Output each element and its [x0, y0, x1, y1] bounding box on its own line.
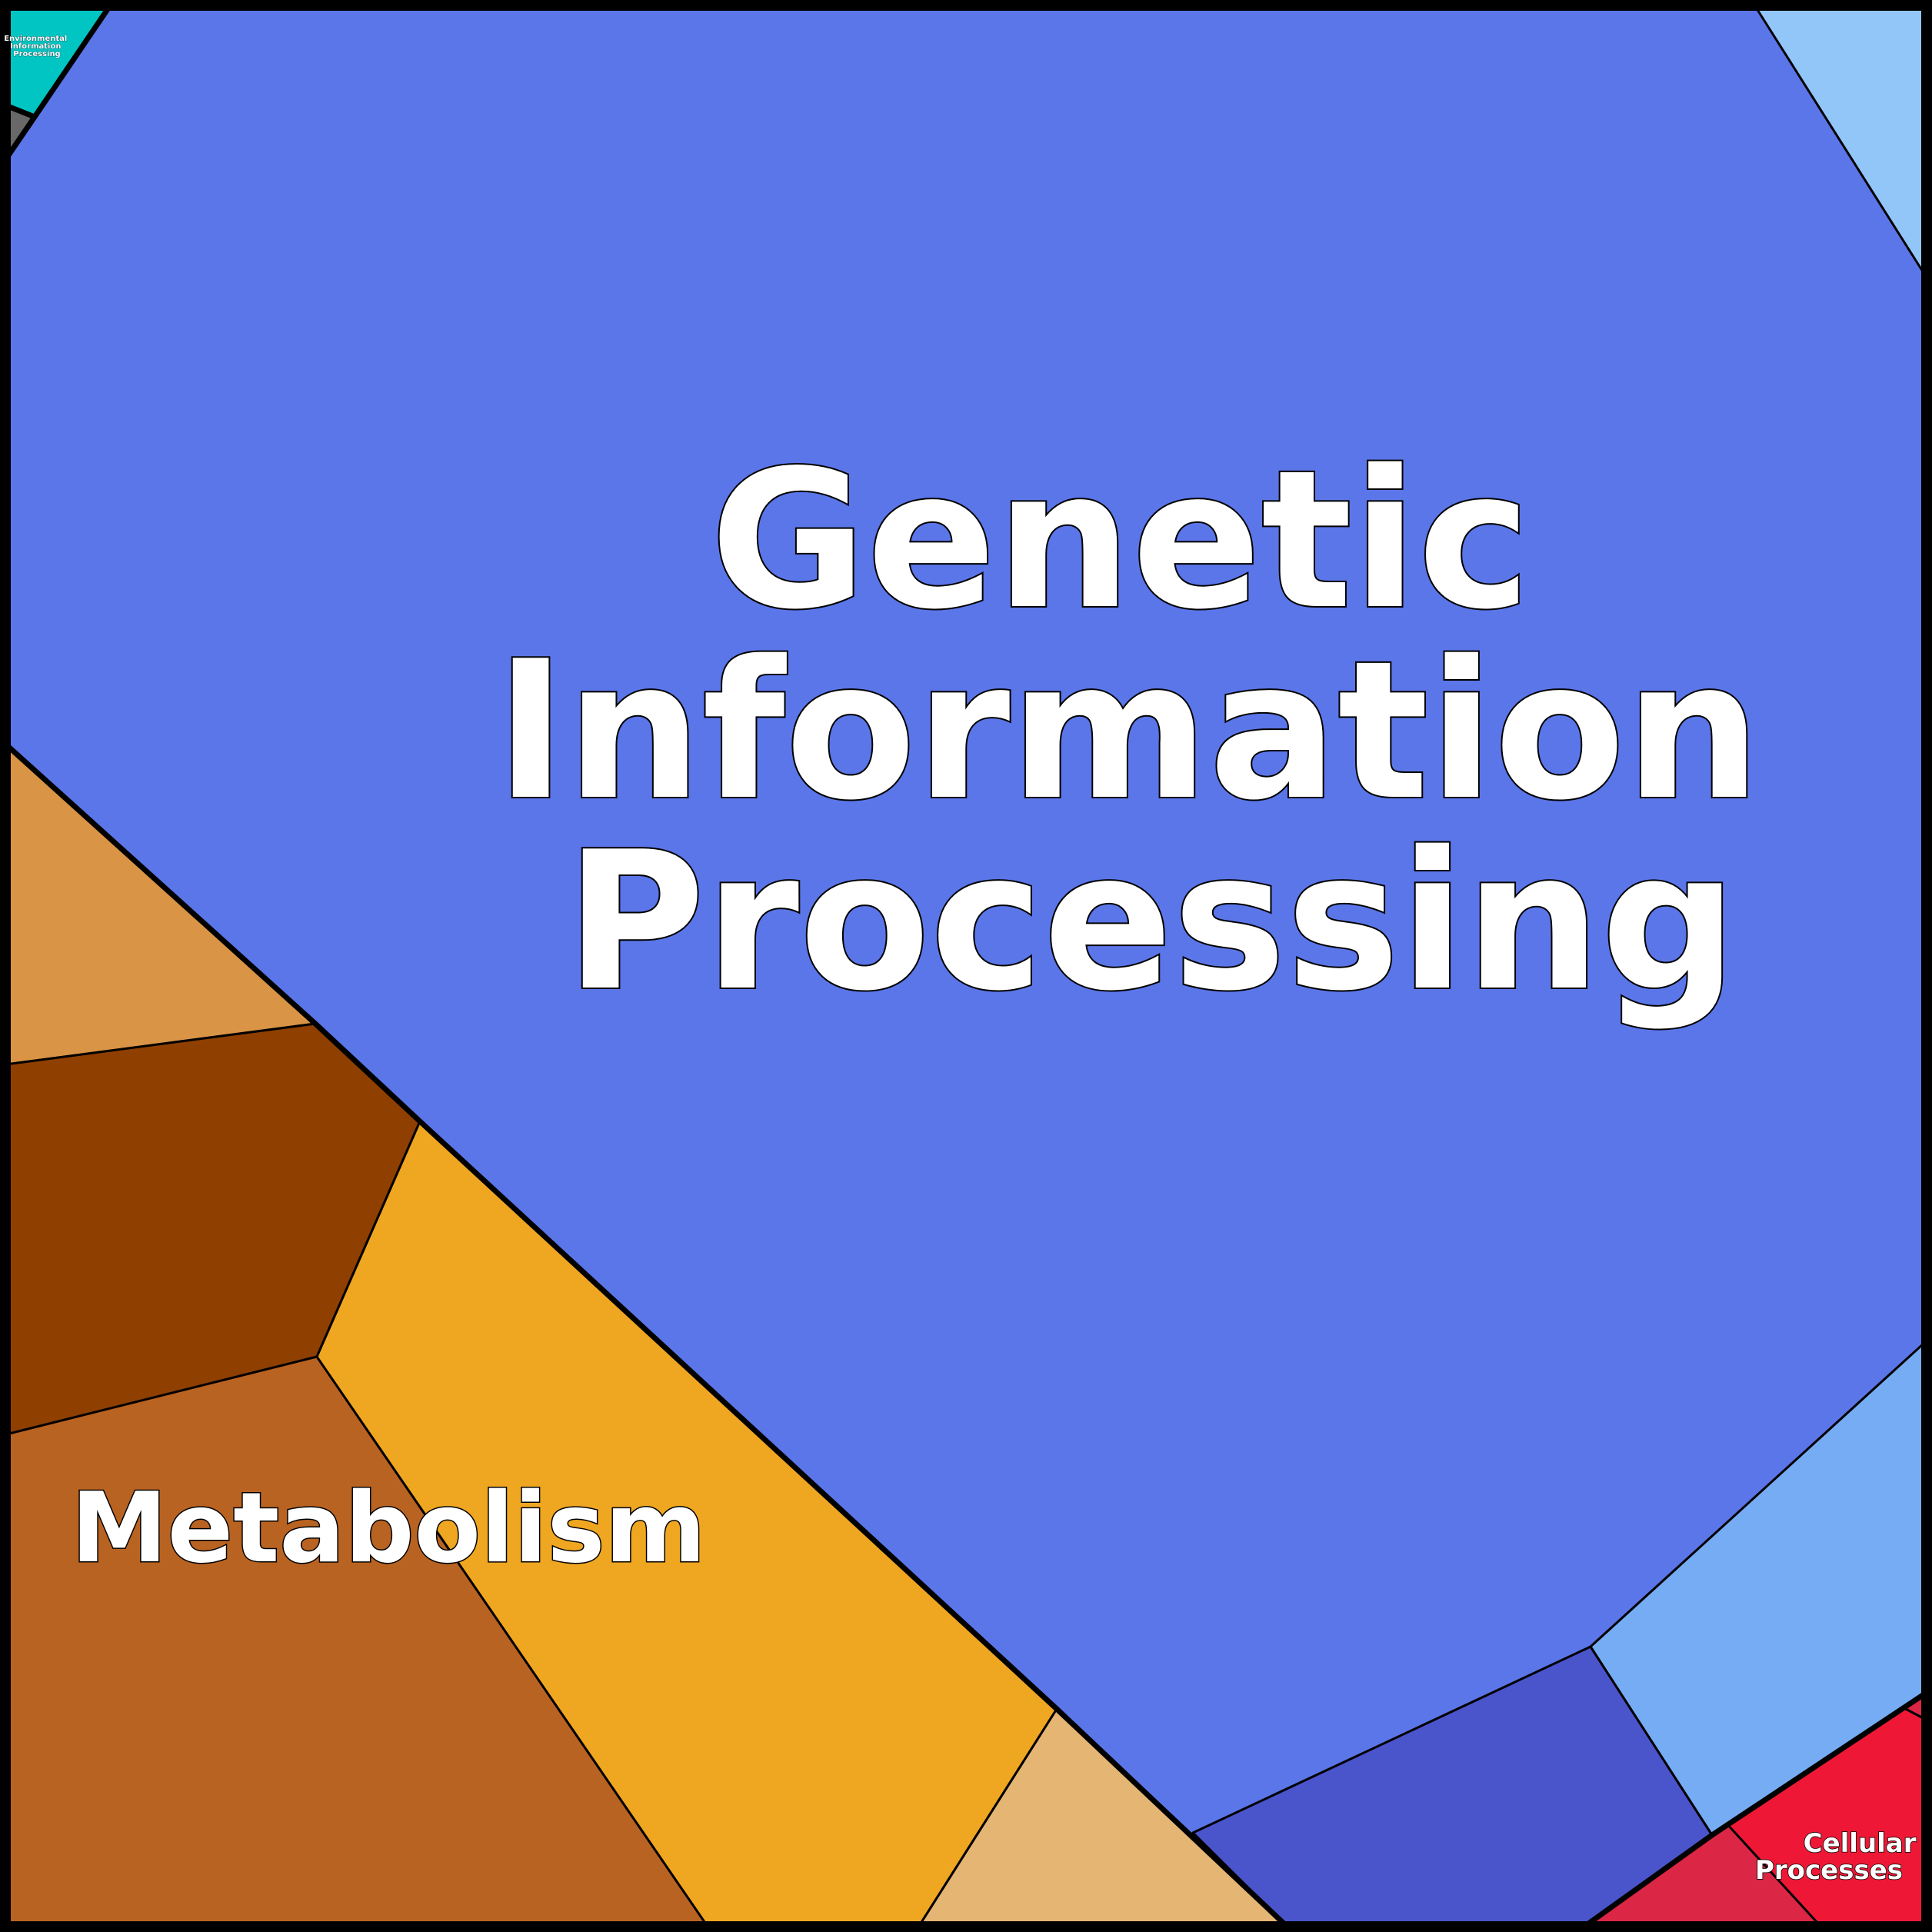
cellular-genetic-border: [1574, 1686, 1932, 1932]
genetic-label-line3: Processing: [565, 811, 1737, 1033]
environmental-label: Environmental Information Processing: [4, 35, 70, 58]
genetic-label-line1: Genetic: [710, 430, 1531, 651]
genetic-subcell-top-right: [1750, 0, 1932, 288]
genetic-label: Genetic Information Processing: [495, 430, 1827, 1033]
cellular-label-line1: Cellular: [1804, 1828, 1917, 1859]
metabolism-subcell-mid: [0, 1355, 713, 1932]
genetic-label-line2: Information: [495, 621, 1761, 842]
environmental-label-line2: Information: [10, 42, 61, 51]
cellular-processes-label: Cellular Processes: [1755, 1828, 1925, 1886]
cellular-label-line2: Processes: [1755, 1855, 1903, 1886]
environmental-label-line1: Environmental: [4, 35, 67, 43]
genetic-subcell-bottom: [1191, 1645, 1714, 1932]
metabolism-label: Metabolism: [71, 1471, 706, 1584]
metabolism-genetic-border: [0, 736, 1296, 1932]
environmental-label-line3: Processing: [13, 50, 60, 58]
